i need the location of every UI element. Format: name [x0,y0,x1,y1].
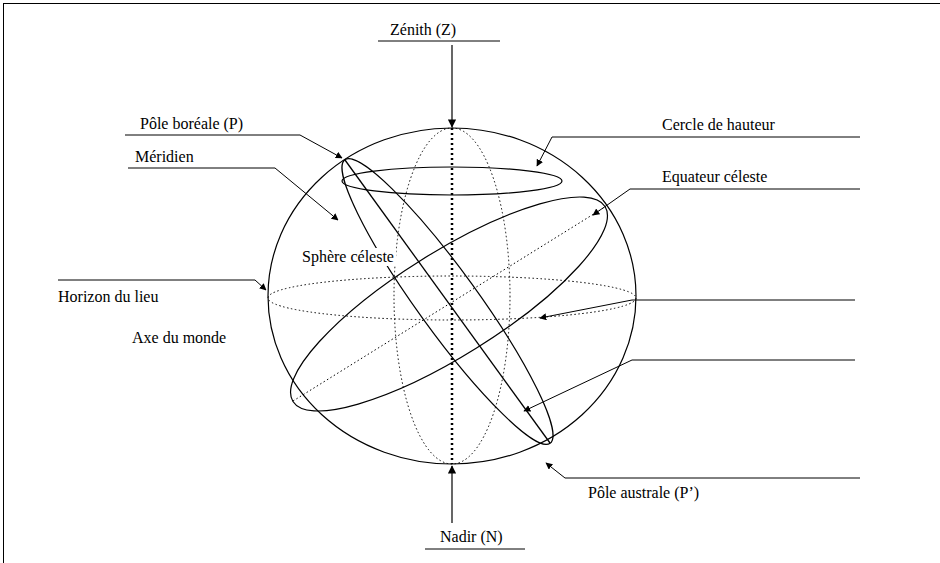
nadir-arrow [451,466,452,523]
frame [4,4,940,563]
figure-label: Pôle australe (P’) [588,484,699,502]
world-axis [345,160,550,443]
label-underline [425,549,525,550]
leader-line [537,137,860,166]
leader-line [524,360,855,411]
vertical-circle [394,128,510,464]
figure-label: Horizon du lieu [58,288,158,306]
leader-line [540,300,855,318]
vertical-line [451,128,454,464]
altitude-circle [342,167,562,195]
figure-label: Nadir (N) [440,528,503,546]
figure-label: Méridien [135,148,194,166]
celestial-sphere [268,128,636,464]
figure-label: Axe du monde [132,329,226,347]
figure-label: Pôle boréale (P) [140,115,243,133]
leader-line [128,168,338,220]
label-underline [378,41,500,42]
figure-label: Equateur céleste [662,168,767,186]
zenith-arrow [451,45,452,127]
meridian-circle [321,142,575,461]
leader-line [546,463,860,478]
figure-label: Sphère céleste [300,248,396,266]
figure-label: Cercle de hauteur [662,116,775,134]
leader-line [593,189,860,215]
figure-label: Zénith (Z) [390,21,456,39]
